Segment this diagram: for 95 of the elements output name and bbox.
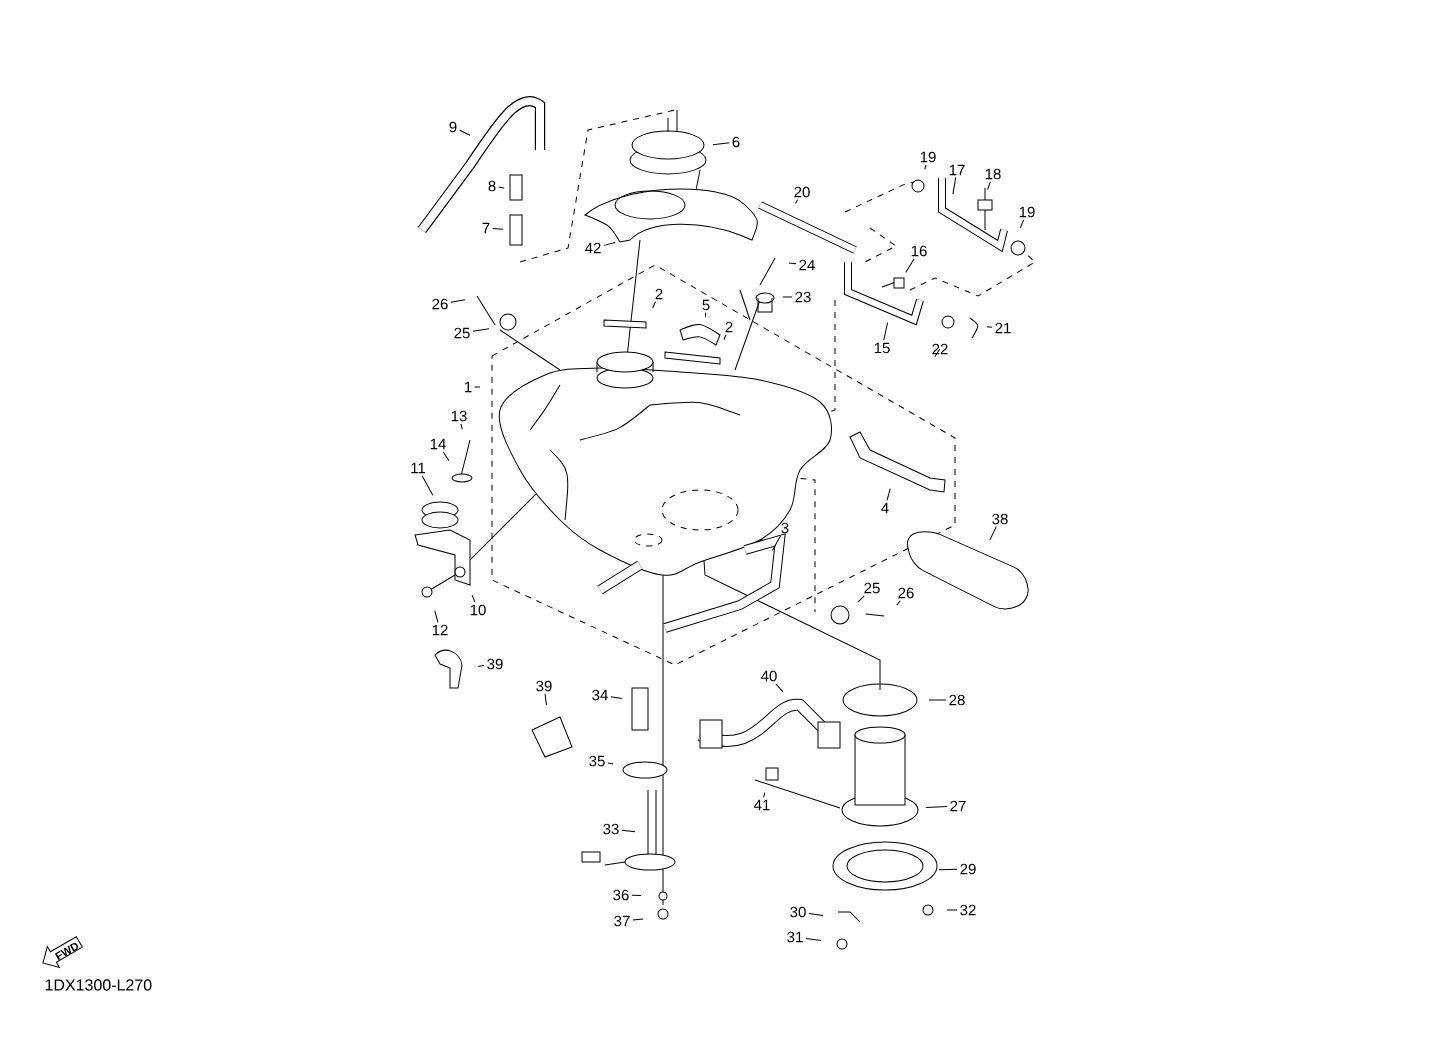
leader-line: [621, 829, 636, 833]
leader-line: [782, 296, 793, 298]
callout-number: 11: [411, 462, 426, 474]
leader-line: [808, 913, 824, 916]
leader-line: [763, 792, 766, 798]
callout-number: 27: [950, 800, 966, 812]
leader-line: [472, 328, 490, 332]
leader-line: [471, 594, 476, 603]
leader-line: [498, 186, 505, 189]
callout-number: 23: [795, 291, 811, 303]
callout-number: 24: [799, 259, 815, 271]
leader-line: [987, 181, 991, 191]
callout-number: 28: [949, 694, 965, 706]
leader-line: [460, 423, 463, 430]
callout-number: 5: [702, 299, 710, 311]
callout-number: 19: [920, 151, 936, 163]
leader-line: [632, 918, 644, 921]
callout-number: 36: [613, 889, 629, 901]
callout-number: 30: [790, 906, 806, 918]
callout-number: 38: [992, 513, 1008, 525]
leader-line: [705, 312, 707, 318]
leader-line: [631, 894, 642, 897]
callout-number: 35: [589, 755, 605, 767]
leader-line: [788, 262, 797, 265]
leader-line: [603, 242, 616, 246]
callout-number: 2: [655, 288, 663, 300]
callout-number: 12: [432, 624, 448, 636]
callout-number: 17: [949, 164, 965, 176]
leader-line: [459, 129, 471, 136]
leader-line: [474, 386, 481, 388]
leader-line: [986, 326, 993, 328]
leader-line: [607, 762, 614, 765]
leader-line: [925, 806, 948, 808]
leader-line: [795, 199, 799, 204]
leader-line: [421, 475, 434, 496]
leader-line: [934, 348, 941, 358]
callout-number: 26: [432, 298, 448, 310]
callout-number: 20: [794, 186, 810, 198]
leader-line: [544, 693, 547, 706]
callout-number: 19: [1019, 206, 1035, 218]
leader-line: [905, 258, 915, 274]
callout-number: 10: [470, 604, 486, 616]
leader-line: [1019, 219, 1025, 229]
leader-line: [952, 177, 957, 195]
leader-line: [805, 937, 822, 941]
leader-line: [883, 322, 889, 341]
callout-number: 14: [430, 438, 446, 450]
callout-number: 31: [787, 931, 803, 943]
callout-number: 16: [911, 245, 927, 257]
callout-number: 2: [725, 321, 733, 333]
leader-line: [924, 164, 927, 170]
leader-line: [886, 488, 891, 501]
callout-number: 26: [898, 587, 914, 599]
callout-number: 15: [874, 342, 890, 354]
callout-number: 40: [761, 670, 777, 682]
callout-number: 39: [536, 680, 552, 692]
callout-number: 39: [487, 658, 503, 670]
leader-line: [723, 334, 727, 341]
leader-line: [610, 696, 623, 699]
leader-line: [989, 526, 997, 541]
callout-number: 29: [960, 863, 976, 875]
callout-number: 22: [932, 343, 948, 355]
leader-line: [946, 909, 958, 911]
leader-line: [928, 699, 947, 701]
leader-line: [775, 683, 784, 693]
callout-number: 18: [985, 168, 1001, 180]
callout-number: 6: [732, 136, 740, 148]
leader-line: [652, 301, 656, 309]
leader-line: [450, 299, 466, 303]
leader-line: [896, 600, 901, 606]
leader-line: [434, 610, 439, 623]
callout-number: 33: [603, 823, 619, 835]
callout-number: 8: [488, 180, 496, 192]
callout-number: 25: [864, 582, 880, 594]
callout-number: 32: [960, 904, 976, 916]
callout-number: 37: [614, 915, 630, 927]
leader-line: [938, 868, 958, 871]
leader-line: [712, 142, 730, 146]
callout-number: 25: [454, 327, 470, 339]
callout-number: 1: [464, 381, 472, 393]
callout-number: 13: [451, 410, 467, 422]
drawing-code: 1DX1300-L270: [45, 979, 152, 991]
leader-line: [771, 535, 782, 551]
callout-number: 4: [881, 502, 889, 514]
callout-number: 21: [995, 322, 1011, 334]
callout-number: 34: [592, 689, 608, 701]
callout-number: 9: [449, 121, 457, 133]
leader-line: [477, 665, 485, 667]
callout-number: 7: [482, 222, 490, 234]
leader-line: [442, 451, 450, 462]
leader-line: [492, 227, 504, 230]
callout-number: 41: [754, 799, 770, 811]
callout-number: 3: [781, 522, 789, 534]
callout-number: 42: [585, 242, 601, 254]
leader-line: [857, 595, 865, 603]
